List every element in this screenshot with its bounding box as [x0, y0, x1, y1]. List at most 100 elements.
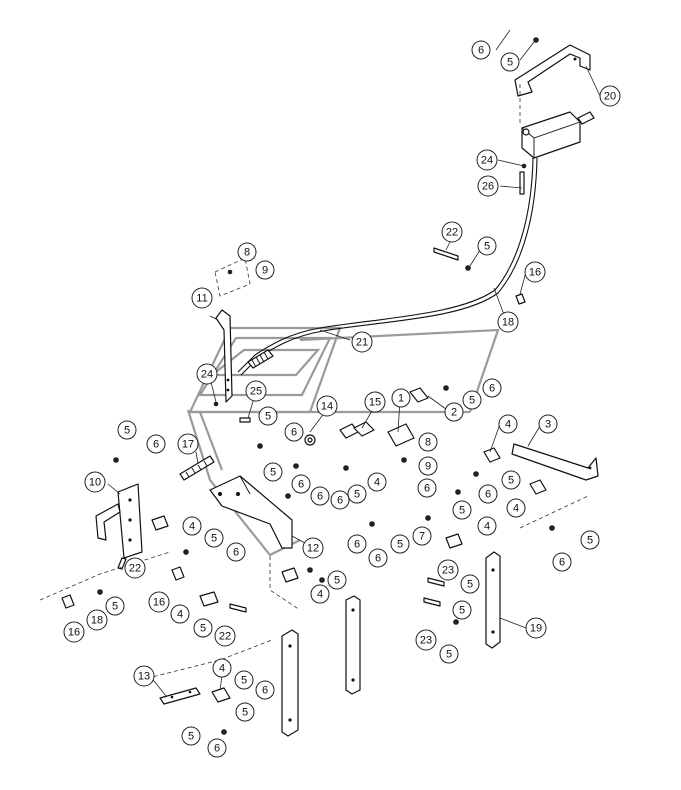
callout-number: 5 — [459, 505, 465, 517]
callout-circle — [552, 552, 572, 572]
callout-number: 22 — [446, 227, 458, 239]
callout-20: 20 — [599, 85, 621, 107]
callout-17: 17 — [177, 433, 199, 455]
callout-4-mid: 4 — [367, 472, 387, 492]
callout-circle — [193, 618, 213, 638]
callout-4-bottom: 4 — [212, 658, 232, 678]
callout-number: 18 — [502, 317, 514, 329]
callout-22-left-b: 22 — [214, 625, 236, 647]
callout-circle — [418, 432, 438, 452]
callout-circle — [524, 261, 546, 283]
callout-circle — [191, 287, 213, 309]
spring-17 — [179, 455, 215, 481]
callout-12: 12 — [302, 537, 324, 559]
callout-6-mid-f: 6 — [310, 486, 330, 506]
callout-5-mid-a: 5 — [462, 390, 482, 410]
callout-9-mid: 9 — [418, 456, 438, 476]
ghost-panel — [186, 326, 500, 557]
callout-number: 15 — [369, 397, 381, 409]
callout-5-cable: 5 — [477, 236, 497, 256]
callout-7: 7 — [412, 526, 432, 546]
bracket-10 — [95, 483, 143, 559]
callout-5-right-f: 5 — [439, 644, 459, 664]
strap-lower — [281, 629, 299, 737]
callout-circle — [500, 52, 520, 72]
callout-circle — [599, 85, 621, 107]
callout-26: 26 — [477, 175, 499, 197]
callout-16-left-b: 16 — [63, 621, 85, 643]
callout-5-left-d: 5 — [193, 618, 213, 638]
callout-number: 4 — [189, 521, 195, 533]
callout-number: 6 — [489, 383, 495, 395]
callout-number: 11 — [196, 293, 207, 305]
cable-21 — [237, 157, 538, 376]
callout-circle — [538, 414, 558, 434]
callout-circle — [263, 462, 283, 482]
callout-circle — [471, 40, 491, 60]
callout-6-left-a: 6 — [146, 434, 166, 454]
callout-number: 17 — [182, 439, 194, 451]
callout-number: 5 — [188, 731, 194, 743]
callout-circle — [170, 604, 190, 624]
callout-circle — [245, 380, 267, 402]
callout-number: 23 — [420, 635, 432, 647]
callout-circle — [214, 625, 236, 647]
callout-number: 5 — [354, 489, 360, 501]
callout-2: 2 — [444, 402, 464, 422]
bracket-20 — [514, 44, 591, 97]
callout-circle — [415, 629, 437, 651]
callout-circle — [477, 175, 499, 197]
callout-4-right-b: 4 — [506, 498, 526, 518]
callout-circle — [310, 584, 330, 604]
callout-number: 22 — [219, 631, 231, 643]
callout-number: 16 — [529, 267, 541, 279]
callout-number: 6 — [262, 685, 268, 697]
callout-circle — [444, 402, 464, 422]
lever-11 — [215, 309, 233, 403]
callout-number: 12 — [307, 543, 319, 555]
callout-circle — [462, 390, 482, 410]
callout-circle — [84, 471, 106, 493]
callout-number: 5 — [508, 475, 514, 487]
callout-6-top: 6 — [471, 40, 491, 60]
callout-circle — [478, 484, 498, 504]
callout-circle — [235, 702, 255, 722]
callout-number: 5 — [241, 675, 247, 687]
callout-circle — [133, 665, 155, 687]
callout-5-mid-f: 5 — [390, 534, 410, 554]
callout-circle — [351, 331, 373, 353]
callout-circle — [234, 670, 254, 690]
callout-circle — [482, 378, 502, 398]
callout-number: 4 — [219, 663, 225, 675]
callout-18-lower: 18 — [86, 609, 108, 631]
callout-number: 7 — [419, 531, 425, 543]
callout-5-left-b: 5 — [204, 528, 224, 548]
callout-5-mid-e: 5 — [452, 500, 472, 520]
callout-6-mid-e: 6 — [417, 478, 437, 498]
callout-circle — [177, 433, 199, 455]
callout-5-right-d: 5 — [460, 574, 480, 594]
callout-circle — [316, 395, 338, 417]
callout-circle — [439, 644, 459, 664]
callout-number: 5 — [397, 539, 403, 551]
callout-number: 16 — [68, 627, 80, 639]
callout-6-mid-a: 6 — [482, 378, 502, 398]
callout-number: 14 — [321, 401, 333, 413]
callout-5-mid-c: 5 — [263, 462, 283, 482]
callout-circle — [506, 498, 526, 518]
callout-22-upper: 22 — [441, 221, 463, 243]
callout-5-top: 5 — [500, 52, 520, 72]
callout-circle — [437, 559, 459, 581]
callout-4-mid-b: 4 — [310, 584, 330, 604]
callout-circle — [226, 542, 246, 562]
callout-5-left-c: 5 — [105, 596, 125, 616]
callout-circle — [258, 406, 278, 426]
callout-number: 5 — [112, 601, 118, 613]
callout-13: 13 — [133, 665, 155, 687]
callout-6-mid-g: 6 — [347, 534, 367, 554]
callout-circle — [367, 472, 387, 492]
callout-5-left-a: 5 — [117, 420, 137, 440]
strap-middle — [345, 595, 361, 695]
callout-circle — [105, 596, 125, 616]
bracket-12 — [209, 475, 293, 549]
